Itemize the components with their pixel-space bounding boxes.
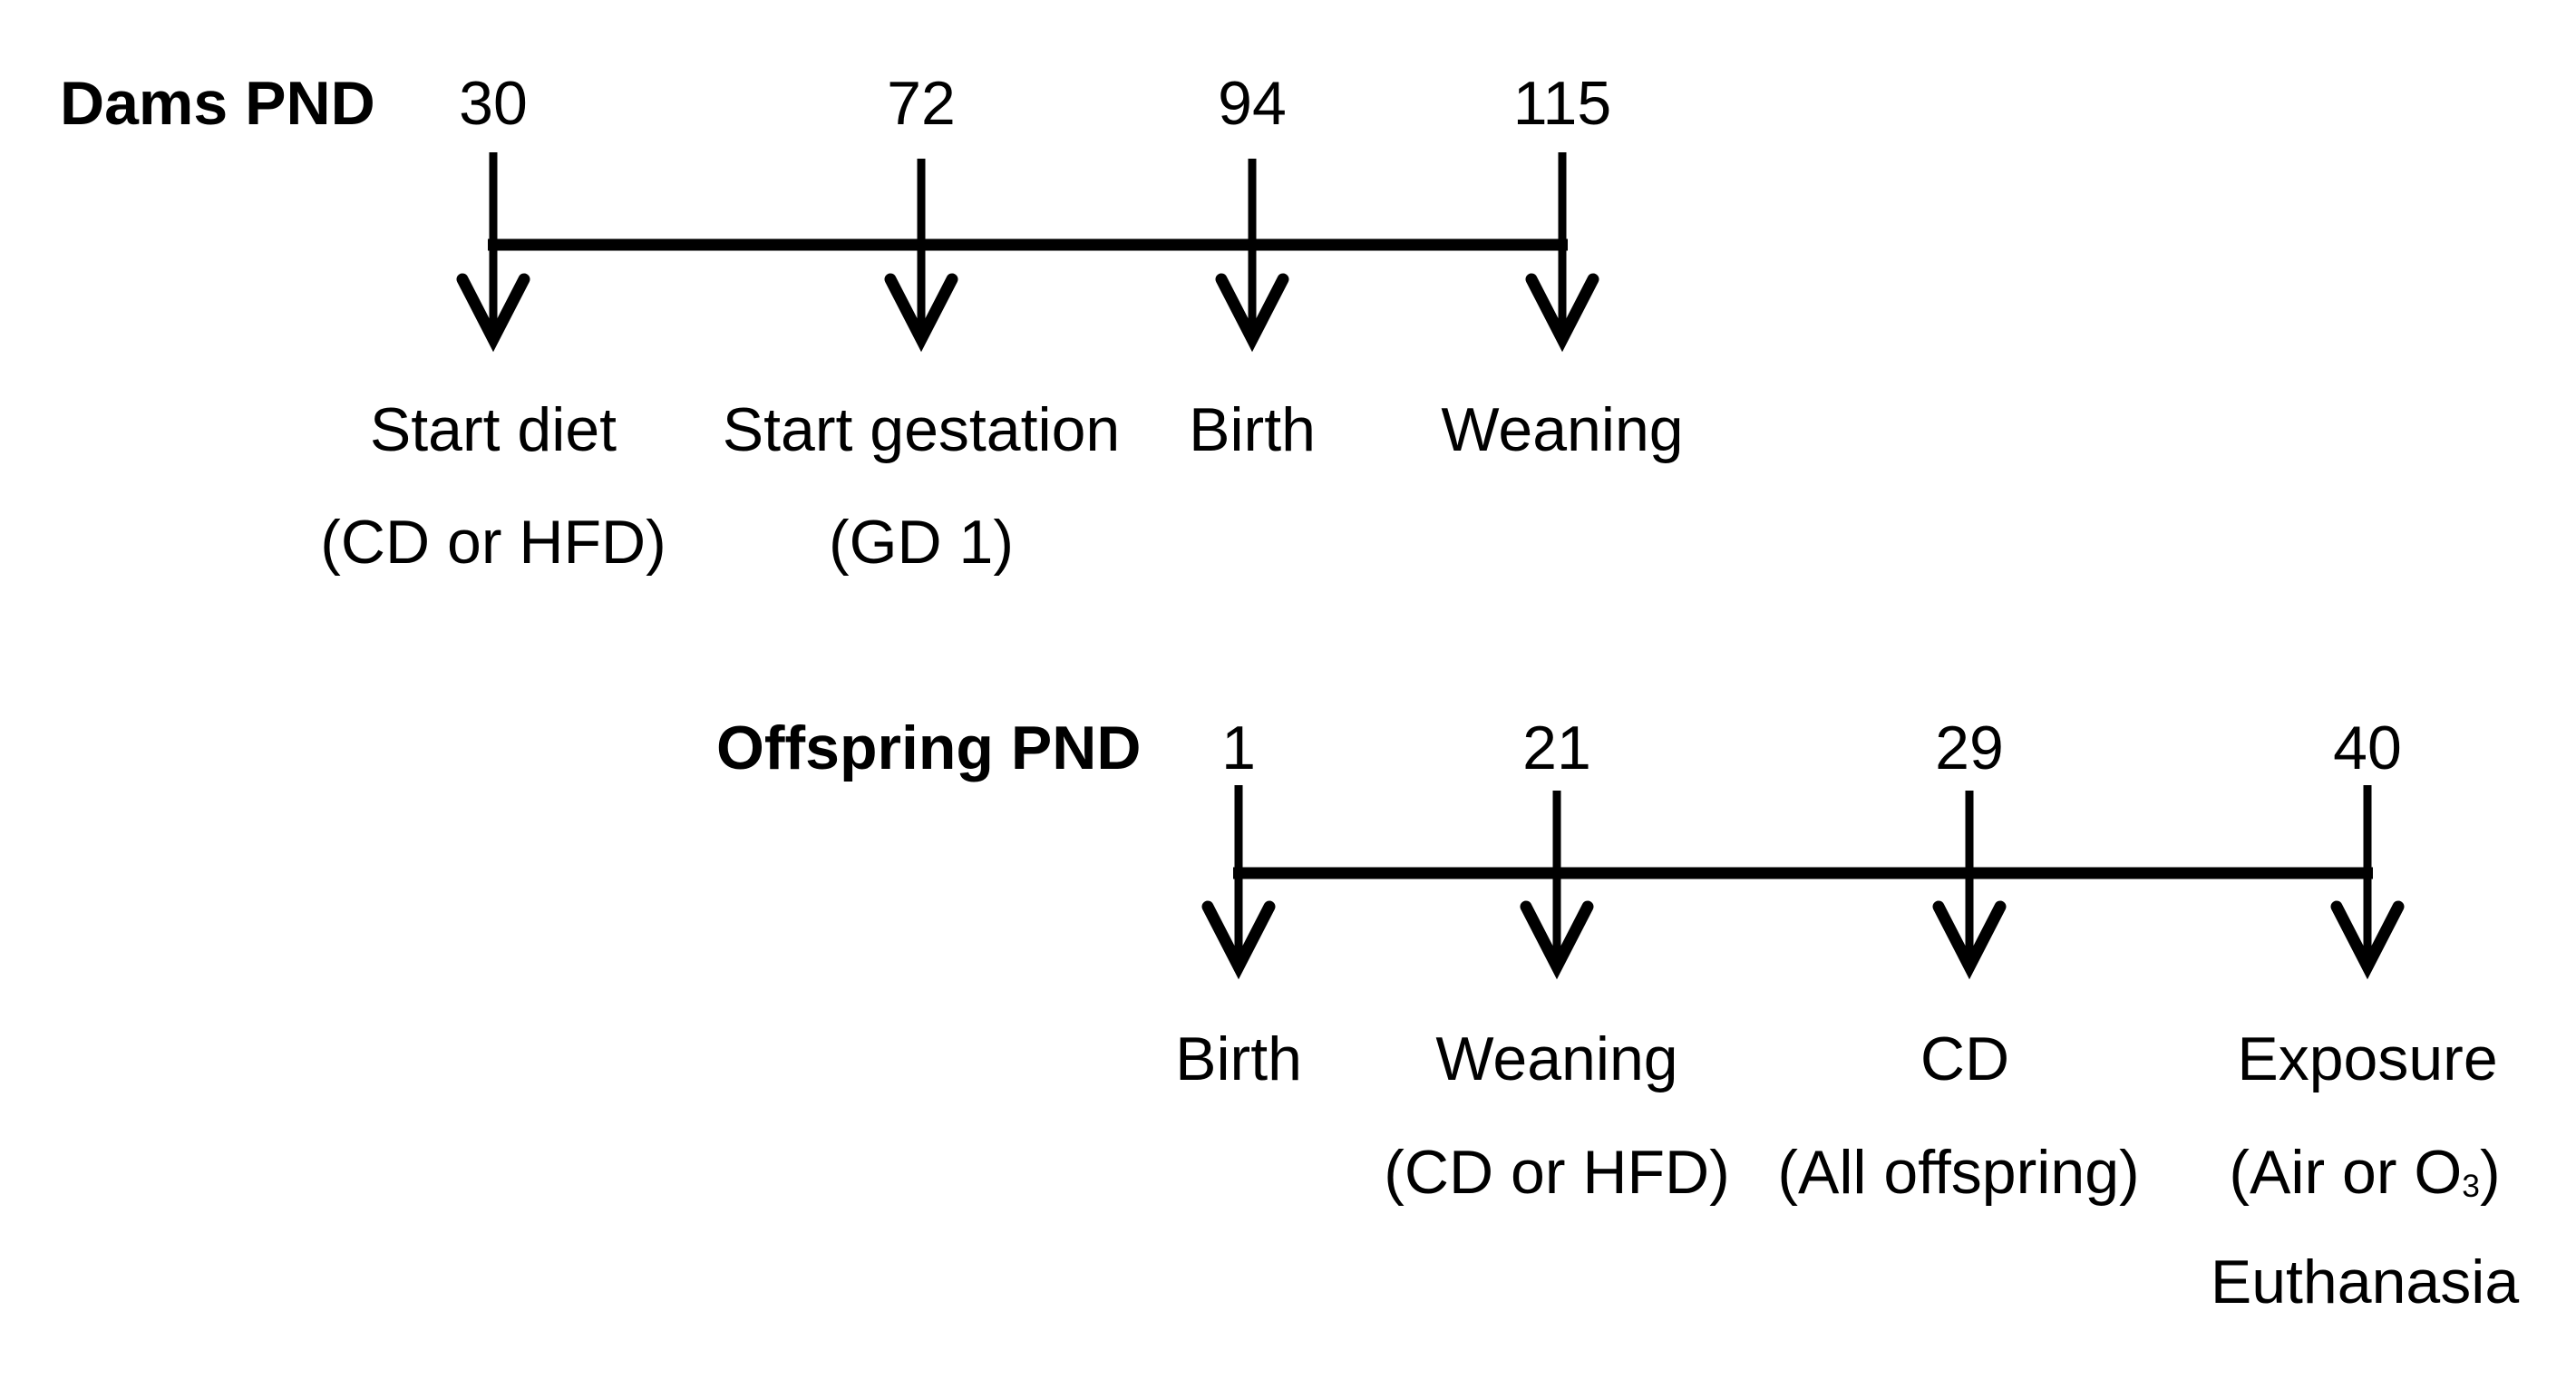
offspring-day-21: 21: [1522, 714, 1591, 782]
dams-timeline-header: Dams PND: [60, 69, 375, 138]
offspring-event-cd: CD: [1920, 1025, 2010, 1093]
dams-day-115: 115: [1512, 69, 1612, 138]
dams-event-start-diet: Start diet: [369, 395, 617, 464]
offspring-event-weaning: Weaning: [1435, 1025, 1678, 1093]
dams-detail-gd1: (GD 1): [829, 508, 1014, 577]
offspring-event-exposure: Exposure: [2237, 1025, 2498, 1093]
offspring-detail-air-or-o3-suffix: ): [2479, 1138, 2501, 1207]
dams-down-arrow-icon-72: [884, 273, 958, 353]
dams-timeline-axis: [456, 152, 1599, 353]
offspring-detail-air-or-o3: (Air or O3): [2229, 1141, 2500, 1203]
dams-event-start-gestation: Start gestation: [722, 395, 1121, 464]
offspring-detail-air-or-o3-prefix: (Air or O: [2229, 1138, 2463, 1207]
dams-day-72: 72: [887, 69, 956, 138]
dams-day-94: 94: [1218, 69, 1287, 138]
dams-day-30: 30: [459, 69, 528, 138]
offspring-down-arrow-icon-21: [1520, 900, 1594, 980]
offspring-event-birth: Birth: [1175, 1025, 1302, 1093]
offspring-down-arrow-icon-40: [2330, 900, 2405, 980]
offspring-timeline-axis: [1201, 785, 2405, 980]
dams-down-arrow-icon-94: [1215, 273, 1289, 353]
offspring-detail-cd-or-hfd: (CD or HFD): [1384, 1138, 1730, 1207]
offspring-down-arrow-icon-29: [1932, 900, 2007, 980]
dams-down-arrow-icon-30: [456, 273, 530, 353]
dams-event-weaning: Weaning: [1441, 395, 1684, 464]
offspring-day-40: 40: [2333, 714, 2402, 782]
dams-down-arrow-icon-115: [1525, 273, 1599, 353]
offspring-day-1: 1: [1221, 714, 1256, 782]
offspring-detail-all-offspring: (All offspring): [1777, 1138, 2140, 1207]
offspring-timeline-header: Offspring PND: [716, 714, 1142, 782]
dams-detail-cd-or-hfd: (CD or HFD): [320, 508, 666, 577]
offspring-event-euthanasia: Euthanasia: [2210, 1248, 2520, 1316]
offspring-down-arrow-icon-1: [1201, 900, 1276, 980]
dams-event-birth: Birth: [1189, 395, 1316, 464]
ozone-subscript: 3: [2462, 1169, 2480, 1205]
offspring-day-29: 29: [1935, 714, 2004, 782]
